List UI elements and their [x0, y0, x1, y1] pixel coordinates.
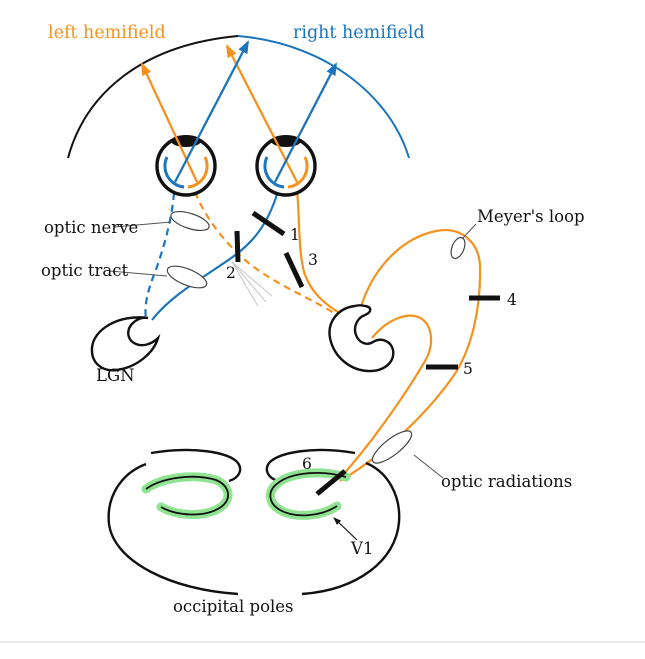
visual-field-arc-left	[67, 35, 239, 159]
visual-field-arc-right	[237, 35, 410, 159]
meyers-loop-callout-ellipse	[450, 236, 466, 260]
lesion-number-3: 3	[308, 251, 318, 269]
lesion-tick-1	[251, 210, 286, 237]
optic-nerve-callout-ellipse	[170, 210, 210, 232]
meyers-loop-outer-radiation	[339, 229, 482, 482]
right-occipital-top-fold	[265, 448, 356, 483]
lesion-tick-2	[234, 230, 241, 263]
right-eye-nasal-retina	[263, 156, 285, 189]
hatch-line	[231, 261, 259, 307]
hatch-line	[231, 261, 267, 303]
lesion-number-6: 6	[302, 455, 312, 473]
v1-pointer-arrow	[333, 517, 358, 541]
right-eye-temporal-retina	[287, 156, 309, 189]
optic-radiations-label: optic radiations	[441, 472, 572, 491]
right-hemifield-label: right hemifield	[293, 23, 425, 43]
left-eye-temporal-retina	[163, 156, 185, 189]
optic-radiations-callout-ellipse	[371, 430, 413, 464]
optic-tract-label: optic tract	[41, 261, 128, 280]
left-occipital-pole-outline	[107, 462, 239, 596]
optic-radiations-leader-line	[413, 454, 444, 479]
left-eye-to-right-hemifield-arrow	[173, 40, 250, 183]
optic-nerve-label: optic nerve	[44, 218, 138, 237]
blue-crossed-fiber	[151, 190, 280, 321]
right-calcarine-line	[269, 472, 347, 517]
lgn-label: LGN	[96, 366, 135, 385]
optic-tract-leader-line	[109, 270, 168, 277]
left-calcarine-line	[145, 475, 229, 516]
optic-tract-callout-ellipse	[166, 265, 208, 289]
left-hemifield-label: left hemifield	[48, 23, 166, 43]
v1-label: V1	[350, 539, 373, 558]
hatch-line	[231, 261, 273, 297]
left-eye-nasal-retina	[187, 156, 209, 189]
lesion-tick-6	[315, 469, 347, 496]
optic-nerve-leader-line	[113, 221, 172, 228]
right-eye-to-left-hemifield-arrow	[225, 44, 299, 183]
right-occipital-pole-outline	[301, 461, 401, 596]
right-lgn-shape	[328, 304, 395, 373]
lesion-number-5: 5	[463, 360, 473, 378]
meyers-loop-label: Meyer's loop	[477, 207, 585, 226]
meyers-loop-leader-line	[461, 223, 477, 240]
occipital-poles-label: occipital poles	[173, 597, 294, 616]
lesion-number-2: 2	[226, 264, 236, 282]
lesion-tick-3	[283, 251, 305, 289]
left-occipital-top-fold	[150, 448, 242, 483]
lesion-number-1: 1	[290, 226, 300, 244]
orange-crossed-fiber-dashed	[193, 191, 345, 321]
chiasm-hatch-lines	[231, 261, 273, 307]
lesion-number-4: 4	[507, 291, 517, 309]
left-lgn-shape	[90, 316, 161, 372]
right-eye-to-right-hemifield-arrow	[273, 62, 338, 183]
orange-uncrossed-fiber	[295, 189, 349, 319]
inner-optic-radiation	[340, 314, 433, 478]
left-eye-to-left-hemifield-arrow	[140, 62, 199, 183]
